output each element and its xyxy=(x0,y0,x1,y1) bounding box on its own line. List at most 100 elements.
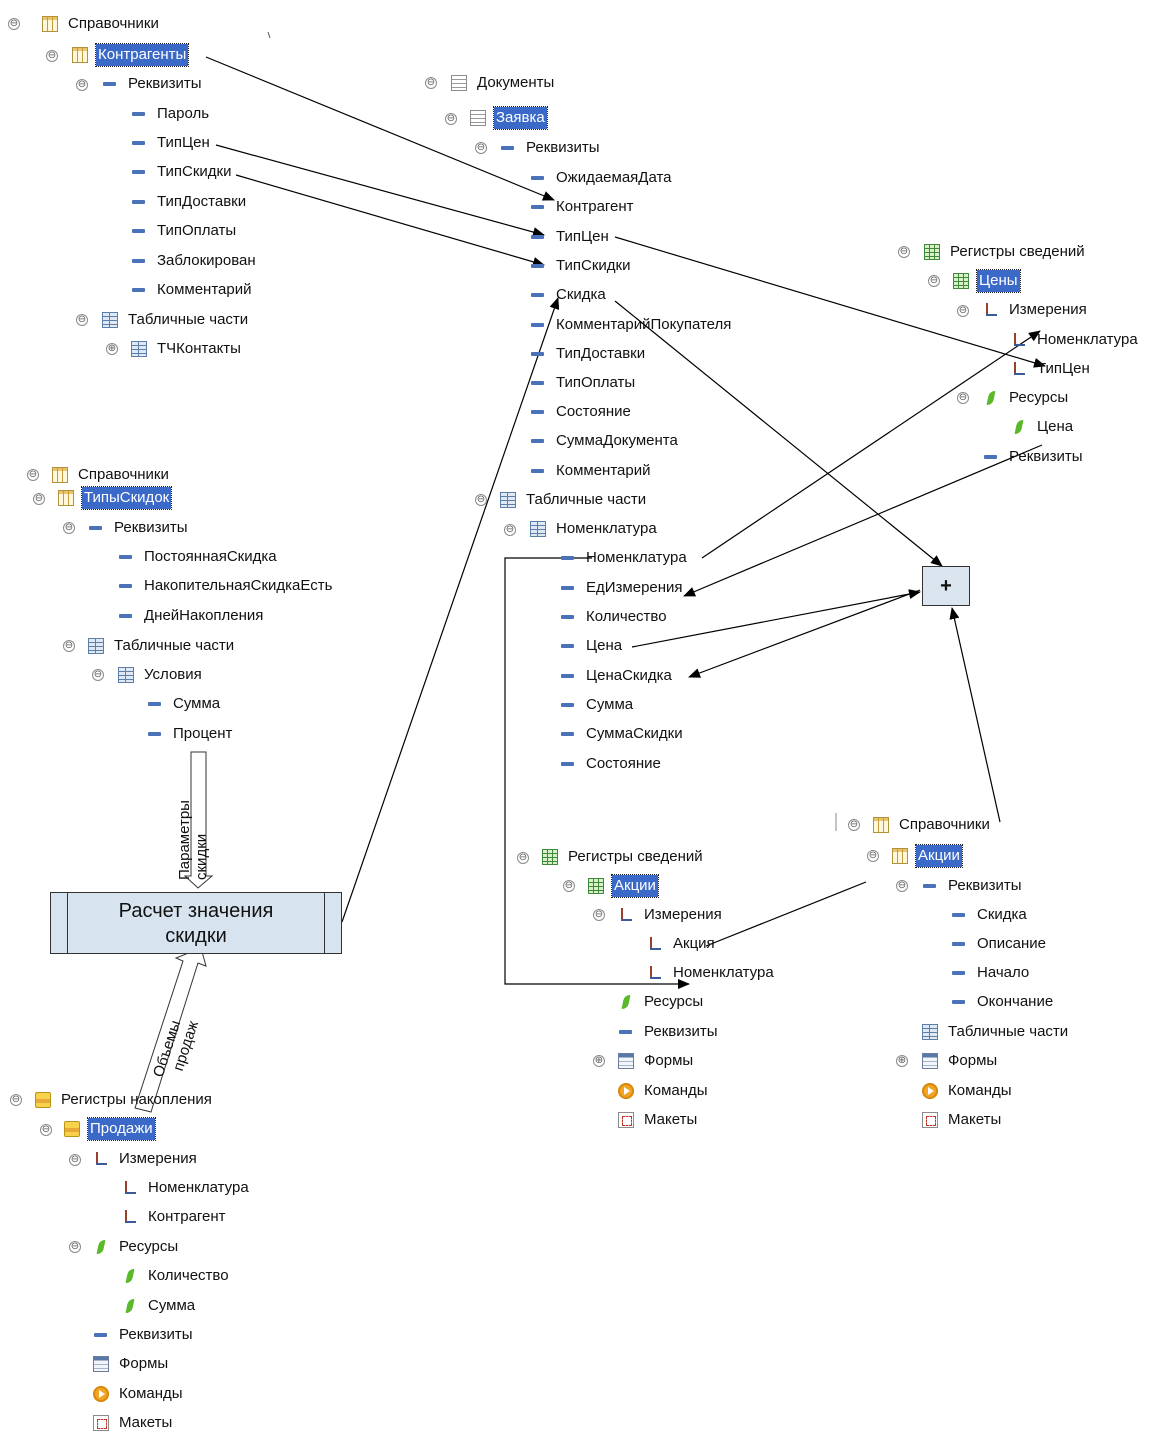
collapse-toggle[interactable]: ⊖ xyxy=(27,469,39,481)
tree-node-attr[interactable]: ТипЦен xyxy=(530,226,611,248)
tree-node-formy[interactable]: Формы xyxy=(618,1050,695,1072)
tree-node-izmereniya[interactable]: Измерения xyxy=(93,1148,199,1170)
tree-node-kontragenty[interactable]: Контрагенты xyxy=(72,43,190,67)
tree-node-resource[interactable]: Сумма xyxy=(122,1295,197,1317)
tree-node-attr[interactable]: Комментарий xyxy=(131,279,253,301)
collapse-toggle[interactable]: ⊖ xyxy=(593,909,605,921)
collapse-toggle[interactable]: ⊖ xyxy=(517,852,529,864)
tree-node-tab-parts[interactable]: Табличные части xyxy=(102,309,250,331)
tree-node-attr[interactable]: ТипСкидки xyxy=(131,161,233,183)
tree-node-rekvizity[interactable]: Реквизиты xyxy=(102,73,204,95)
tree-node-attr[interactable]: Описание xyxy=(951,933,1048,955)
tree-node-registry-svedeniy[interactable]: Регистры сведений xyxy=(542,846,705,868)
collapse-toggle[interactable]: ⊖ xyxy=(957,305,969,317)
tree-node-attr[interactable]: Скидка xyxy=(951,904,1029,926)
tree-node-rekvizity[interactable]: Реквизиты xyxy=(88,517,190,539)
tree-node-attr[interactable]: Скидка xyxy=(530,284,608,306)
collapse-toggle[interactable]: ⊖ xyxy=(563,880,575,892)
tree-node-attr[interactable]: ТипОплаты xyxy=(530,372,637,394)
tree-node-tab-part[interactable]: Номенклатура xyxy=(530,518,659,540)
tree-node-formy[interactable]: Формы xyxy=(93,1353,170,1375)
tree-node-dimension[interactable]: ТипЦен xyxy=(1011,358,1092,380)
tree-node-attr[interactable]: ТипДоставки xyxy=(131,191,248,213)
tree-node-attr[interactable]: Окончание xyxy=(951,991,1055,1013)
collapse-toggle[interactable]: ⊖ xyxy=(40,1124,52,1136)
tree-node-dimension[interactable]: Контрагент xyxy=(122,1206,228,1228)
collapse-toggle[interactable]: ⊖ xyxy=(867,850,879,862)
tree-node-attr[interactable]: КомментарийПокупателя xyxy=(530,314,733,336)
tree-node-tab-parts[interactable]: Табличные части xyxy=(500,489,648,511)
tree-node-tab-parts[interactable]: Табличные части xyxy=(922,1021,1070,1043)
collapse-toggle[interactable]: ⊖ xyxy=(475,494,487,506)
collapse-toggle[interactable]: ⊖ xyxy=(10,1094,22,1106)
collapse-toggle[interactable]: ⊖ xyxy=(33,493,45,505)
tree-node-rekvizity[interactable]: Реквизиты xyxy=(618,1021,720,1043)
tree-node-field[interactable]: Цена xyxy=(560,635,624,657)
collapse-toggle[interactable]: ⊖ xyxy=(69,1241,81,1253)
collapse-toggle[interactable]: ⊖ xyxy=(63,640,75,652)
tree-node-zayavka[interactable]: Заявка xyxy=(470,106,548,130)
tree-node-prodazhi[interactable]: Продажи xyxy=(64,1117,156,1141)
tree-node-makety[interactable]: Макеты xyxy=(922,1109,1003,1131)
tree-node-rekvizity[interactable]: Реквизиты xyxy=(500,137,602,159)
tree-node-resursy[interactable]: Ресурсы xyxy=(93,1236,180,1258)
tree-node-resursy[interactable]: Ресурсы xyxy=(618,991,705,1013)
tree-node-makety[interactable]: Макеты xyxy=(93,1412,174,1434)
tree-node-komandy[interactable]: Команды xyxy=(618,1080,710,1102)
tree-node-attr[interactable]: Комментарий xyxy=(530,460,652,482)
tree-node-rekvizity[interactable]: Реквизиты xyxy=(93,1324,195,1346)
tree-node-ceny[interactable]: Цены xyxy=(953,269,1021,293)
tree-node-attr[interactable]: ДнейНакопления xyxy=(118,605,265,627)
collapse-toggle[interactable]: ⊖ xyxy=(46,50,58,62)
tree-node-dokumenty[interactable]: Документы xyxy=(451,72,556,94)
tree-node-attr[interactable]: Начало xyxy=(951,962,1031,984)
tree-node-registry-nakopleniya[interactable]: Регистры накопления xyxy=(35,1089,214,1111)
collapse-toggle[interactable]: ⊖ xyxy=(69,1154,81,1166)
tree-node-resource[interactable]: Количество xyxy=(122,1265,231,1287)
tree-node-dimension[interactable]: Номенклатура xyxy=(1011,329,1140,351)
tree-node-komandy[interactable]: Команды xyxy=(93,1383,185,1405)
collapse-toggle[interactable]: ⊖ xyxy=(504,524,516,536)
tree-node-field[interactable]: Количество xyxy=(560,606,669,628)
tree-node-komandy[interactable]: Команды xyxy=(922,1080,1014,1102)
tree-node-field[interactable]: ЦенаСкидка xyxy=(560,665,674,687)
expand-toggle[interactable]: ⊕ xyxy=(106,343,118,355)
collapse-toggle[interactable]: ⊖ xyxy=(76,314,88,326)
tree-node-rekvizity[interactable]: Реквизиты xyxy=(983,446,1085,468)
tree-node-akcii[interactable]: Акции xyxy=(588,874,659,898)
tree-node-resource[interactable]: Цена xyxy=(1011,416,1075,438)
tree-node-attr[interactable]: НакопительнаяСкидкаЕсть xyxy=(118,575,334,597)
tree-node-akcii[interactable]: Акции xyxy=(892,844,963,868)
tree-node-registry-svedeniy[interactable]: Регистры сведений xyxy=(924,241,1087,263)
tree-node-field[interactable]: Сумма xyxy=(147,693,222,715)
tree-node-tab-part[interactable]: Условия xyxy=(118,664,204,686)
expand-toggle[interactable]: ⊕ xyxy=(593,1055,605,1067)
collapse-toggle[interactable]: ⊖ xyxy=(76,79,88,91)
tree-node-dimension[interactable]: Номенклатура xyxy=(647,962,776,984)
collapse-toggle[interactable]: ⊖ xyxy=(425,77,437,89)
tree-node-attr[interactable]: Пароль xyxy=(131,103,211,125)
tree-node-attr[interactable]: ТипСкидки xyxy=(530,255,632,277)
collapse-toggle[interactable]: ⊖ xyxy=(63,522,75,534)
collapse-toggle[interactable]: ⊖ xyxy=(848,819,860,831)
tree-node-spravochniki[interactable]: Справочники xyxy=(52,464,171,486)
tree-node-attr[interactable]: ПостояннаяСкидка xyxy=(118,546,279,568)
tree-node-dimension[interactable]: Акция xyxy=(647,933,717,955)
tree-node-attr[interactable]: ТипДоставки xyxy=(530,343,647,365)
tree-node-izmereniya[interactable]: Измерения xyxy=(983,299,1089,321)
tree-node-izmereniya[interactable]: Измерения xyxy=(618,904,724,926)
tree-node-field[interactable]: Номенклатура xyxy=(560,547,689,569)
tree-node-field[interactable]: СуммаСкидки xyxy=(560,723,685,745)
tree-node-rekvizity[interactable]: Реквизиты xyxy=(922,875,1024,897)
collapse-toggle[interactable]: ⊖ xyxy=(898,246,910,258)
tree-node-formy[interactable]: Формы xyxy=(922,1050,999,1072)
collapse-toggle[interactable]: ⊖ xyxy=(928,275,940,287)
tree-node-attr[interactable]: СуммаДокумента xyxy=(530,430,680,452)
collapse-toggle[interactable]: ⊖ xyxy=(957,392,969,404)
collapse-toggle[interactable]: ⊖ xyxy=(475,142,487,154)
tree-node-tipy-skidok[interactable]: ТипыСкидок xyxy=(58,486,173,510)
tree-node-field[interactable]: Процент xyxy=(147,723,234,745)
tree-node-resursy[interactable]: Ресурсы xyxy=(983,387,1070,409)
tree-node-field[interactable]: Состояние xyxy=(560,753,663,775)
tree-node-attr[interactable]: ОжидаемаяДата xyxy=(530,167,674,189)
